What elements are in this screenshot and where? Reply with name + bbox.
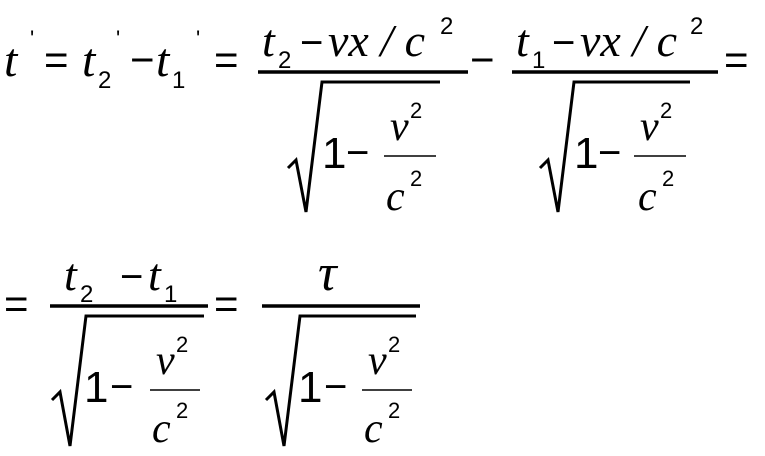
frac3-den-v-sup: 2: [176, 332, 188, 357]
fraction-1: t 2 − vx / c 2 1 − v 2 c 2: [258, 13, 468, 220]
frac1-num-t: t: [262, 15, 276, 66]
frac3-num-t1: t: [148, 249, 162, 300]
frac2-num-minus: −: [552, 21, 575, 65]
frac3-den-c: c: [152, 406, 171, 452]
t2-prime-mark: ': [116, 26, 120, 51]
t1-prime-sub: 1: [172, 67, 185, 94]
frac3-num-minus: −: [120, 255, 143, 299]
fraction-1-numerator: t 2 − vx / c 2: [262, 13, 453, 74]
frac2-num-vxc: vx / c: [580, 15, 677, 66]
t2-prime-var: t: [82, 34, 97, 87]
equation-line-2: = t 2 − t 1 1 − v 2 c 2 =: [4, 245, 420, 452]
equals-sign-3: =: [724, 36, 749, 83]
sqrt-sign-2: [538, 80, 690, 213]
equals-sign-1: =: [44, 36, 69, 83]
t1-prime-var: t: [156, 34, 171, 87]
frac1-num-sup: 2: [440, 13, 453, 40]
sqrt-sign-3: [50, 314, 204, 447]
lhs-prime: ': [30, 26, 34, 51]
t2-prime-sub: 2: [98, 67, 111, 94]
sqrt-sign-1: [286, 80, 440, 213]
equals-sign-2: =: [214, 36, 239, 83]
frac1-den-c-sup: 2: [410, 166, 422, 191]
sqrt-sign-4: [264, 314, 416, 447]
frac1-num-sub: 2: [278, 47, 291, 74]
minus-sign-2: −: [470, 36, 495, 83]
frac3-den-v: v: [156, 338, 175, 384]
lhs-t: t: [4, 34, 19, 87]
frac1-num-minus: −: [300, 21, 323, 65]
equals-sign-5: =: [214, 280, 239, 327]
frac2-num-sub: 1: [532, 47, 545, 74]
frac1-num-vxc: vx / c: [328, 15, 425, 66]
fraction-3-denominator: 1 − v 2 c 2: [50, 314, 204, 452]
frac1-den-v: v: [390, 104, 409, 150]
frac4-den-v: v: [368, 338, 387, 384]
frac3-den-minus: −: [110, 365, 133, 409]
frac1-den-one: 1: [322, 129, 346, 178]
frac3-num-sub2: 2: [80, 281, 93, 308]
fraction-3-numerator: t 2 − t 1: [64, 249, 177, 308]
frac1-den-minus: −: [346, 131, 369, 175]
frac4-num-tau: τ: [318, 245, 339, 302]
fraction-4: τ 1 − v 2 c 2: [262, 245, 420, 452]
frac2-den-c-sup: 2: [662, 166, 674, 191]
frac4-den-v-sup: 2: [388, 332, 400, 357]
frac3-den-c-sup: 2: [176, 398, 188, 423]
frac4-den-one: 1: [298, 363, 322, 412]
equals-sign-4: =: [4, 280, 29, 327]
fraction-3: t 2 − t 1 1 − v 2 c 2: [50, 249, 208, 452]
fraction-1-denominator: 1 − v 2 c 2: [286, 80, 440, 220]
frac1-den-v-sup: 2: [410, 98, 422, 123]
frac4-den-c-sup: 2: [388, 398, 400, 423]
frac3-den-one: 1: [84, 363, 108, 412]
frac2-den-v: v: [640, 104, 659, 150]
fraction-2-numerator: t 1 − vx / c 2: [516, 13, 703, 74]
fraction-2: t 1 − vx / c 2 1 − v 2 c 2: [512, 13, 718, 220]
fraction-2-denominator: 1 − v 2 c 2: [538, 80, 690, 220]
frac2-den-v-sup: 2: [660, 98, 672, 123]
frac4-den-minus: −: [324, 365, 347, 409]
frac2-num-t: t: [516, 15, 530, 66]
frac2-den-minus: −: [598, 131, 621, 175]
frac3-num-t2: t: [64, 249, 78, 300]
frac4-den-c: c: [364, 406, 383, 452]
frac2-den-c: c: [638, 174, 657, 220]
fraction-4-denominator: 1 − v 2 c 2: [264, 314, 416, 452]
frac1-den-c: c: [386, 174, 405, 220]
frac2-den-one: 1: [574, 129, 598, 178]
equation-line-1: t ' = t 2 ' − t 1 ' = t 2 − vx / c 2 1: [4, 13, 749, 220]
frac2-num-sup: 2: [690, 13, 703, 40]
t1-prime-mark: ': [196, 26, 200, 51]
minus-sign-1: −: [130, 36, 155, 83]
frac3-num-sub1: 1: [164, 281, 177, 308]
